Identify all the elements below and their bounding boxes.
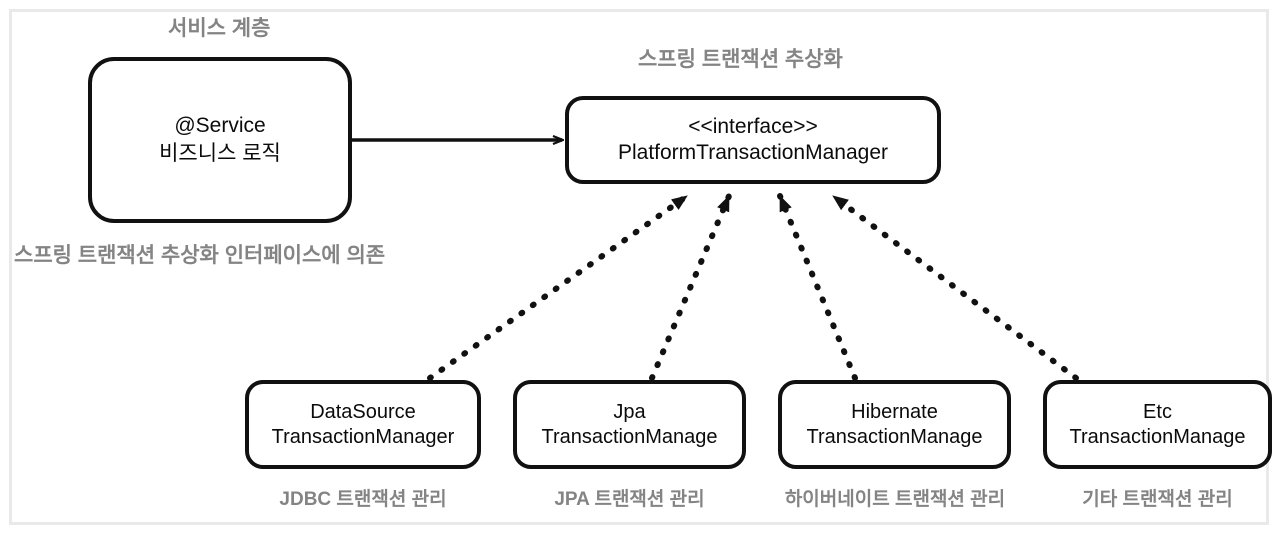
caption-spring-abstraction: 스프링 트랜잭션 추상화	[638, 48, 843, 71]
caption-service-layer: 서비스 계층	[168, 17, 271, 40]
caption-hibernate-transaction-management: 하이버네이트 트랜잭션 관리	[784, 489, 1006, 510]
node-datasource-transaction-manager: DataSource TransactionManager	[245, 380, 481, 469]
node-hibernate-line1: Hibernate	[851, 401, 938, 424]
caption-depends-on-abstraction: 스프링 트랜잭션 추상화 인터페이스에 의존	[14, 244, 386, 267]
node-etc-transaction-manager: Etc TransactionManage	[1043, 380, 1272, 469]
node-platform-transaction-manager: <<interface>> PlatformTransactionManager	[565, 96, 941, 184]
node-etc-line1: Etc	[1143, 401, 1172, 424]
node-service-line1: @Service	[174, 114, 266, 138]
node-datasource-line1: DataSource	[310, 401, 416, 424]
node-datasource-line2: TransactionManager	[271, 425, 455, 448]
node-ptm-stereotype: <<interface>>	[688, 115, 818, 139]
node-jpa-line2: TransactionManage	[541, 425, 718, 448]
node-service: @Service 비즈니스 로직	[88, 57, 352, 223]
node-service-line2: 비즈니스 로직	[159, 142, 281, 165]
caption-jpa-transaction-management: JPA 트랜잭션 관리	[554, 489, 705, 510]
caption-etc-transaction-management: 기타 트랜잭션 관리	[1082, 489, 1233, 510]
node-etc-line2: TransactionManage	[1069, 425, 1246, 448]
node-hibernate-transaction-manager: Hibernate TransactionManage	[778, 380, 1011, 469]
node-jpa-transaction-manager: Jpa TransactionManage	[513, 380, 746, 469]
node-jpa-line1: Jpa	[613, 401, 646, 424]
node-ptm-name: PlatformTransactionManager	[617, 141, 888, 164]
node-hibernate-line2: TransactionManage	[806, 425, 983, 448]
caption-jdbc-transaction-management: JDBC 트랜잭션 관리	[279, 489, 447, 510]
